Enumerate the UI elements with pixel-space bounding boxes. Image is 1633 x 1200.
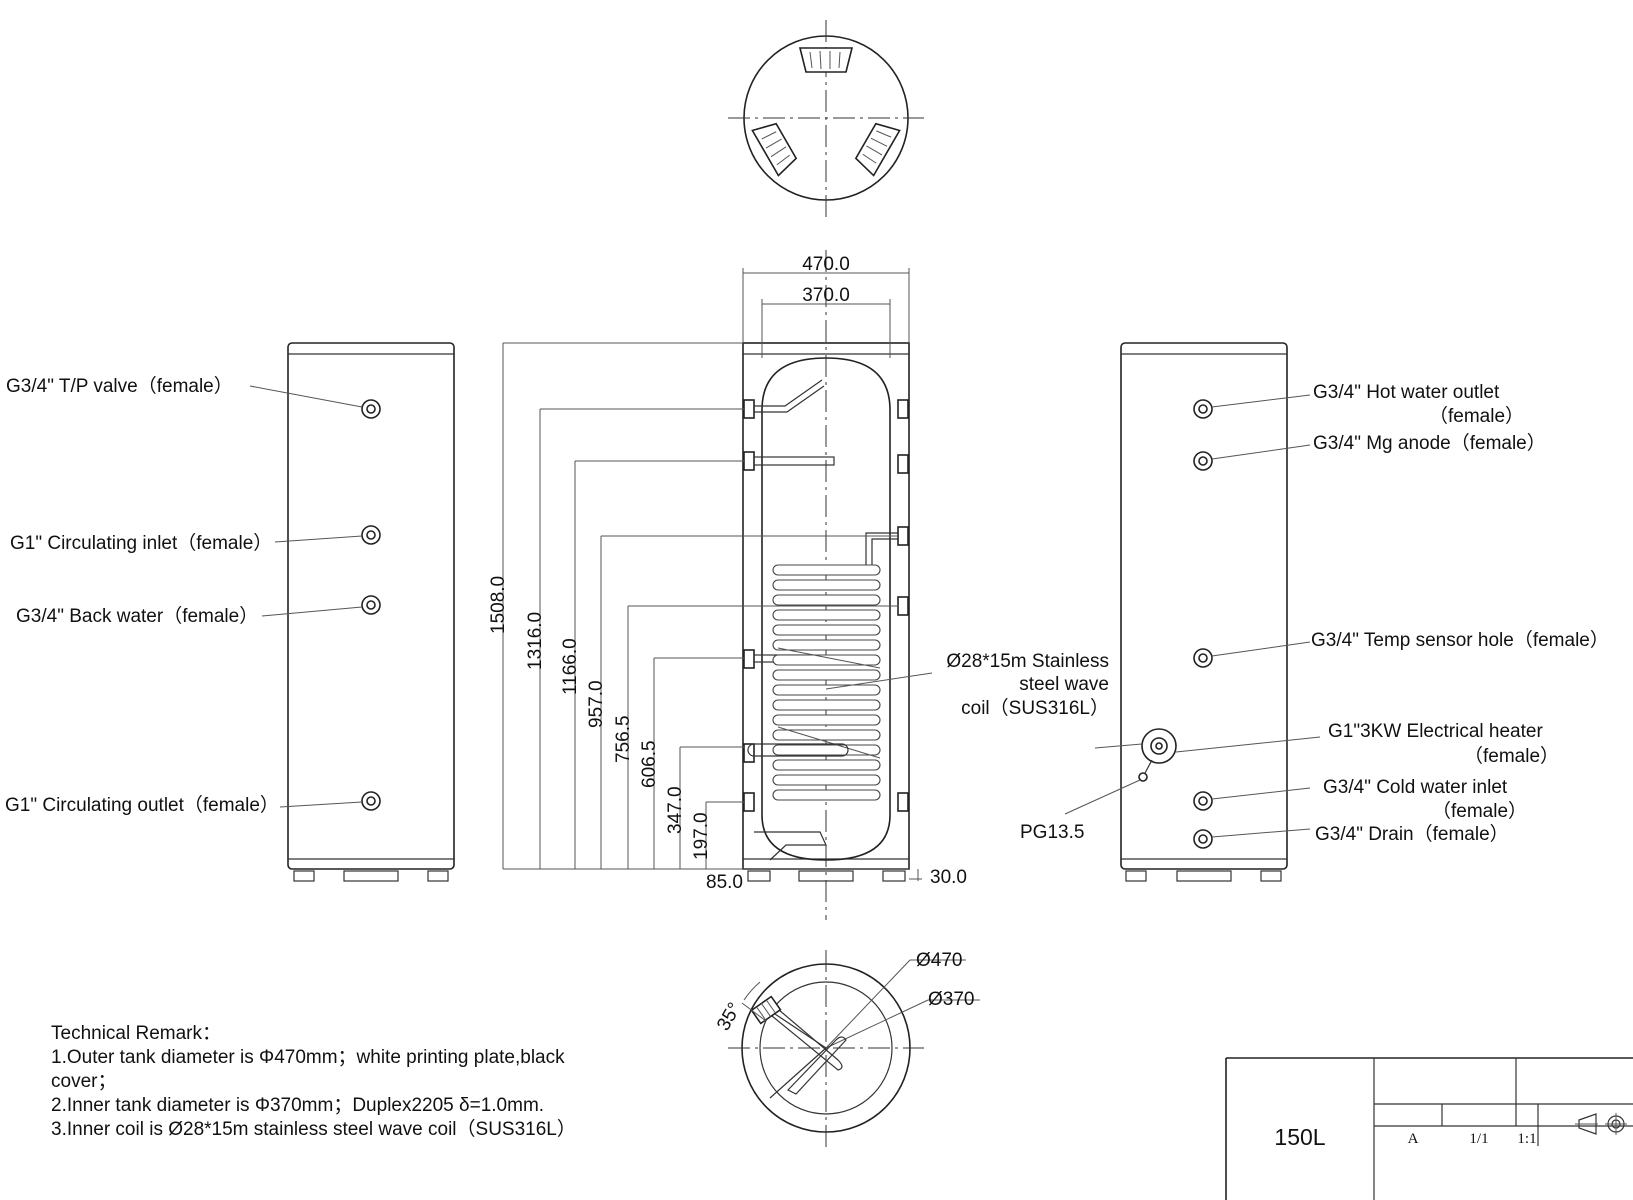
port-tp-valve xyxy=(361,399,381,419)
top-view xyxy=(728,20,924,218)
port-circulating-outlet xyxy=(361,791,381,811)
dim-inner-diameter: Ø370 xyxy=(928,989,974,1010)
dim-height-756: 756.5 xyxy=(613,715,634,763)
left-side-view: G3/4" T/P valve（female） G1" Circulating … xyxy=(5,342,455,882)
dim-height-347: 347.0 xyxy=(665,786,686,834)
label-coil-1: Ø28*15m Stainless xyxy=(946,651,1109,672)
label-cold-water-inlet: G3/4" Cold water inlet xyxy=(1323,777,1508,798)
label-tp-valve: G3/4" T/P valve（female） xyxy=(6,375,233,397)
remarks-line-2: cover； xyxy=(51,1071,116,1092)
port-circulating-inlet xyxy=(361,525,381,545)
dim-width-outer: 470.0 xyxy=(802,254,850,275)
label-coil-2: steel wave xyxy=(1019,674,1109,695)
label-cold-water-inlet-female: （female） xyxy=(1432,800,1527,822)
label-circulating-outlet: G1" Circulating outlet（female） xyxy=(5,794,279,816)
dim-height-606: 606.5 xyxy=(639,740,660,788)
label-pg135: PG13.5 xyxy=(1020,822,1084,843)
dim-width-inner: 370.0 xyxy=(802,285,850,306)
port-hot-water-outlet xyxy=(1193,399,1213,419)
label-hot-water-outlet-female: （female） xyxy=(1429,405,1524,427)
label-circulating-inlet: G1" Circulating inlet（female） xyxy=(10,532,272,554)
dim-height-957: 957.0 xyxy=(586,680,607,728)
top-fitting-2 xyxy=(751,122,798,177)
dim-height-1508: 1508.0 xyxy=(488,576,509,634)
port-temp-sensor xyxy=(1193,648,1213,668)
top-fitting-3 xyxy=(854,122,901,177)
top-fitting-1 xyxy=(798,47,854,73)
projection-symbol-icon xyxy=(1575,1113,1627,1135)
title-cell-sheet: 1/1 xyxy=(1469,1131,1488,1147)
label-electrical-heater: G1"3KW Electrical heater xyxy=(1328,721,1543,742)
dim-height-1166: 1166.0 xyxy=(560,638,581,695)
label-mg-anode: G3/4" Mg anode（female） xyxy=(1313,432,1546,454)
remarks-title: Technical Remark： xyxy=(51,1023,221,1044)
title-volume: 150L xyxy=(1274,1124,1325,1150)
label-hot-water-outlet: G3/4" Hot water outlet xyxy=(1313,382,1500,403)
title-cell-scale: 1:1 xyxy=(1517,1131,1536,1147)
heater-flange xyxy=(750,995,782,1025)
port-cold-water-inlet xyxy=(1193,791,1213,811)
right-side-view: G3/4" Hot water outlet （female） G3/4" Mg… xyxy=(1020,342,1609,882)
port-electrical-heater xyxy=(1138,728,1177,782)
section-view: 470.0 370.0 1508.0 1316.0 1166.0 957.0 7… xyxy=(488,250,1109,920)
dim-angle: 35° xyxy=(713,999,746,1034)
remarks-line-3: 2.Inner tank diameter is Φ370mm；Duplex22… xyxy=(51,1095,544,1116)
label-back-water: G3/4" Back water（female） xyxy=(16,605,258,627)
bottom-view: 35° Ø470 Ø370 xyxy=(713,950,980,1150)
label-drain: G3/4" Drain（female） xyxy=(1315,823,1509,845)
remarks-line-1: 1.Outer tank diameter is Φ470mm；white pr… xyxy=(51,1047,565,1068)
technical-remarks: Technical Remark： 1.Outer tank diameter … xyxy=(51,1023,576,1140)
port-back-water xyxy=(361,595,381,615)
dim-height-197: 197.0 xyxy=(691,812,712,860)
dim-height-1316: 1316.0 xyxy=(525,612,546,670)
port-drain xyxy=(1193,829,1213,849)
dim-foot-height: 30.0 xyxy=(930,867,967,888)
dim-outer-diameter: Ø470 xyxy=(916,950,962,971)
port-mg-anode xyxy=(1193,451,1213,471)
label-electrical-heater-female: （female） xyxy=(1464,745,1559,767)
label-coil-3: coil（SUS316L） xyxy=(961,697,1109,719)
title-block: 150L A 1/1 1:1 xyxy=(1225,1057,1633,1200)
label-temp-sensor: G3/4" Temp sensor hole（female） xyxy=(1311,629,1609,651)
dim-bottom-offset: 85.0 xyxy=(706,872,743,893)
wave-coil xyxy=(772,564,881,801)
title-cell-size: A xyxy=(1408,1131,1419,1147)
remarks-line-4: 3.Inner coil is Ø28*15m stainless steel … xyxy=(51,1118,576,1140)
